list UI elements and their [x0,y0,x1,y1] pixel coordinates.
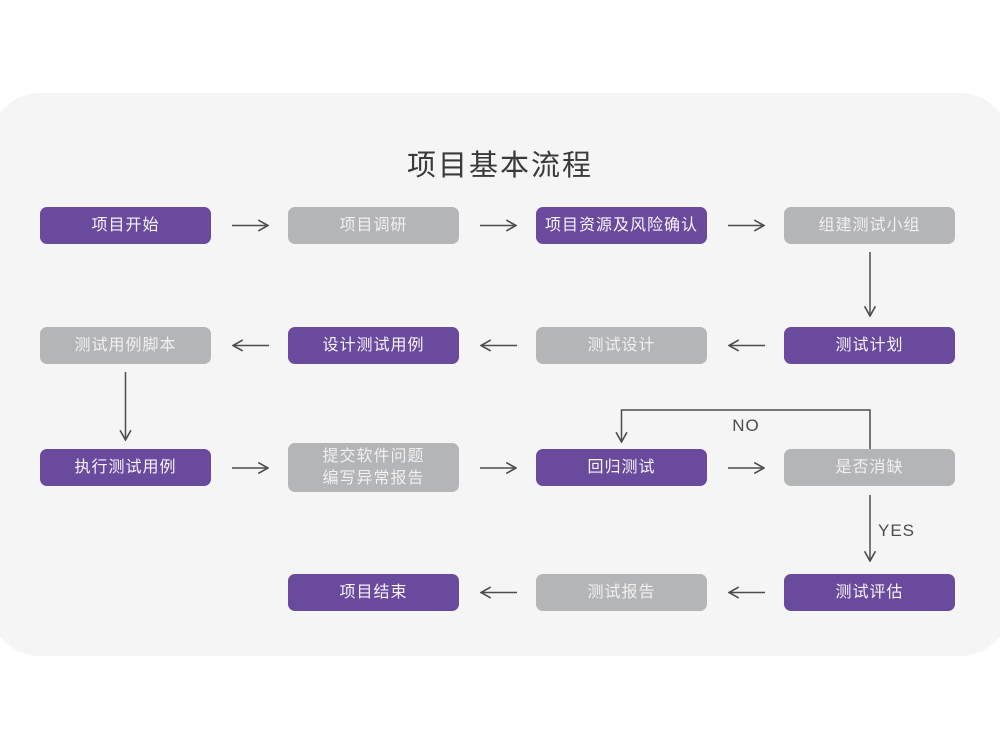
node-test-plan: 测试计划 [784,327,955,364]
node-design-test-cases: 设计测试用例 [288,327,459,364]
node-label: 测试设计 [587,336,656,354]
node-label: 项目结束 [339,583,408,601]
node-execute-test-cases: 执行测试用例 [40,449,211,486]
node-label: 项目资源及风险确认 [544,216,698,234]
node-label-line2: 编写异常报告 [322,469,425,487]
node-label: 测试计划 [835,336,904,354]
node-regression-test: 回归测试 [536,449,707,486]
node-label: 设计测试用例 [322,336,425,354]
node-build-test-team: 组建测试小组 [784,207,955,244]
diagram-title: 项目基本流程 [406,150,593,182]
node-label-line1: 提交软件问题 [322,447,425,465]
node-label: 测试报告 [587,583,656,601]
node-test-design: 测试设计 [536,327,707,364]
node-test-case-script: 测试用例脚本 [40,327,211,364]
node-project-end: 项目结束 [288,574,459,611]
node-label: 测试评估 [835,583,904,601]
node-project-start: 项目开始 [40,207,211,244]
node-submit-issue-report: 提交软件问题 编写异常报告 [288,443,459,492]
edge-label-yes: YES [878,521,916,540]
node-label: 回归测试 [587,458,656,476]
node-defect-cleared: 是否消缺 [784,449,955,486]
node-test-evaluation: 测试评估 [784,574,955,611]
node-label: 组建测试小组 [818,216,921,234]
node-label: 测试用例脚本 [74,336,177,354]
node-label: 执行测试用例 [74,458,177,476]
node-label: 项目开始 [91,216,160,234]
node-project-research: 项目调研 [288,207,459,244]
node-test-report: 测试报告 [536,574,707,611]
node-label: 是否消缺 [835,458,904,476]
edge-label-no: NO [732,416,760,435]
background-card [0,93,1000,656]
node-project-resources-risk: 项目资源及风险确认 [536,207,707,244]
node-label: 项目调研 [339,216,408,234]
